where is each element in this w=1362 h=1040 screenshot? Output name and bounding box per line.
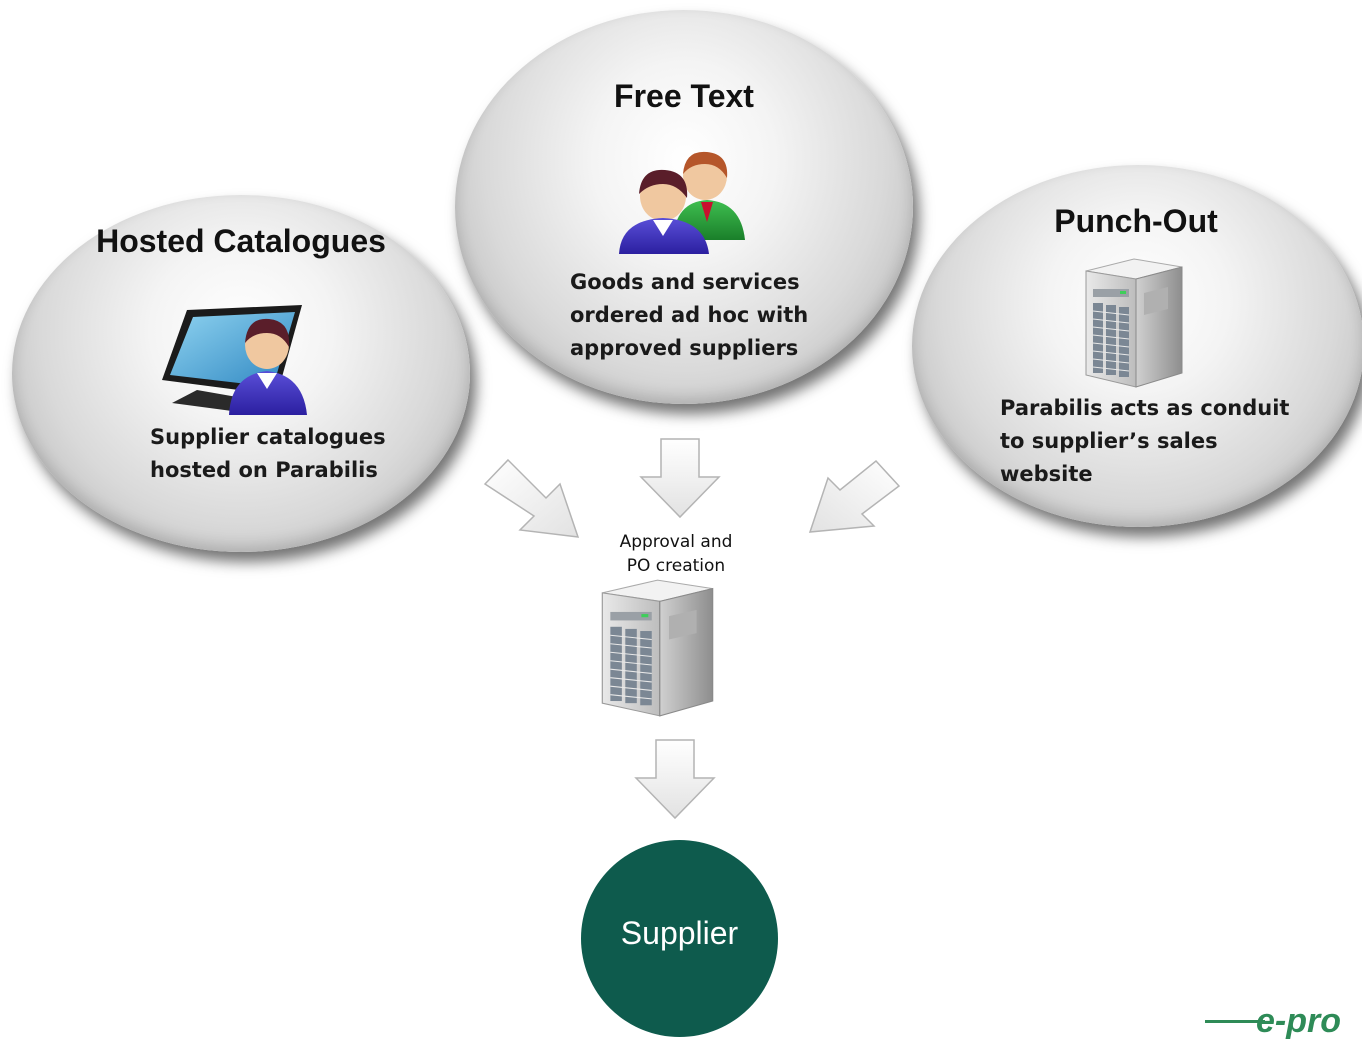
arrow-free-text-to-approval bbox=[639, 437, 723, 521]
free-text-node: Free Text Goods and services ordered ad … bbox=[455, 10, 913, 404]
hosted-catalogues-description: Supplier catalogues hosted on Parabilis bbox=[150, 425, 386, 482]
hosted-catalogues-node: Hosted Catalogues Supplier catalogues ho… bbox=[12, 195, 470, 552]
punch-out-title: Punch-Out bbox=[1054, 203, 1218, 239]
free-text-description: Goods and services ordered ad hoc with a… bbox=[570, 270, 809, 360]
monitor-user-icon bbox=[157, 305, 317, 420]
arrow-punch-out-to-approval bbox=[804, 456, 904, 538]
arrow-approval-to-supplier bbox=[633, 738, 719, 822]
server-icon bbox=[600, 578, 715, 718]
punch-out-description: Parabilis acts as conduit to supplier’s … bbox=[1000, 396, 1290, 486]
free-text-title: Free Text bbox=[614, 78, 754, 114]
users-icon bbox=[613, 150, 753, 255]
arrow-hosted-to-approval bbox=[480, 452, 590, 542]
server-icon bbox=[1084, 257, 1184, 389]
punch-out-node: Punch-Out bbox=[912, 165, 1362, 527]
hosted-catalogues-title: Hosted Catalogues bbox=[96, 223, 386, 259]
brand-underline bbox=[1205, 1020, 1265, 1023]
brand-logo: e-pro bbox=[1256, 1002, 1341, 1040]
supplier-node: Supplier bbox=[581, 840, 778, 1037]
supplier-label: Supplier bbox=[620, 915, 739, 951]
approval-label: Approval and PO creation bbox=[619, 532, 733, 576]
